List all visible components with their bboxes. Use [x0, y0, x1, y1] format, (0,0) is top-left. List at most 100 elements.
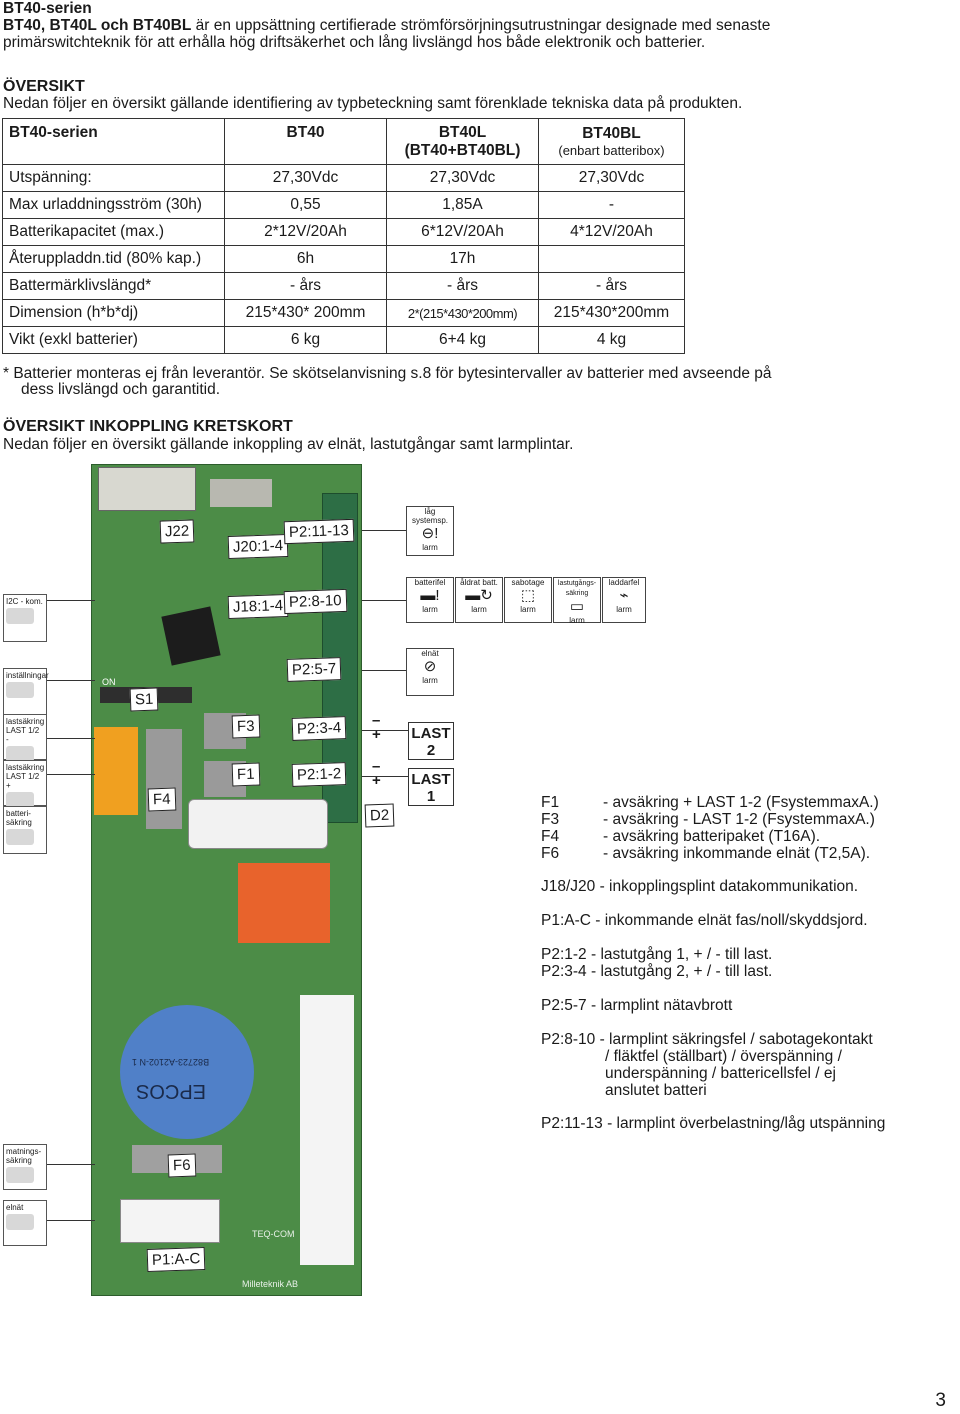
legend-j18: J18/J20 - inkopplingsplint datakommunika… [541, 878, 859, 895]
table-header: BT40BL (enbart batteribox) [538, 118, 685, 165]
legend-f4: F4- avsäkring batteripaket (T16A). [541, 828, 821, 845]
legend-p2-8-10-cont: underspänning / battericellsfel / ej [605, 1065, 836, 1082]
leader-line [362, 600, 406, 601]
table-row: Utspänning: 27,30Vdc 27,30Vdc 27,30Vdc [2, 164, 685, 192]
overview-text: Nedan följer en översikt gällande identi… [3, 95, 743, 112]
mains-fuse-label: matnings-säkring [6, 1147, 42, 1165]
intro-paragraph: BT40, BT40L och BT40BL är en uppsättning… [3, 17, 953, 51]
table-header: BT40L (BT40+BT40BL) [386, 118, 539, 165]
wiring-heading: ÖVERSIKT INKOPPLING KRETSKORT [3, 418, 293, 435]
table-cell: Återuppladdn.tid (80% kap.) [2, 245, 225, 273]
legend-p2-1-2: P2:1-2 - lastutgång 1, + / - till last. [541, 946, 773, 963]
fuse-icon [6, 746, 34, 762]
table-cell: 17h [386, 245, 539, 273]
alarm-low-voltage: låg systemsp. ⊖! larm [406, 506, 454, 556]
db-connector [188, 799, 328, 849]
label-p2-11-13: P2:11-13 [283, 518, 355, 545]
alarm-charger-fail: laddarfel ⌁ larm [602, 577, 646, 623]
alarm-label: låg systemsp. [411, 507, 448, 525]
fuse-icon [6, 1167, 34, 1183]
label-s1: S1 [129, 687, 159, 712]
minus-sign: – [372, 712, 381, 729]
label-f3: F3 [231, 714, 260, 739]
leader-line [47, 738, 95, 739]
table-cell: Vikt (exkl batterier) [2, 326, 225, 354]
table-cell: - års [224, 272, 387, 300]
capacitor-brand: EPCOS [136, 1080, 207, 1102]
header-connector [98, 467, 196, 511]
alarm-aged-battery: åldrat batt. ▬↻ larm [455, 577, 503, 623]
settings-icon [6, 682, 34, 698]
label-f4: F4 [147, 787, 176, 812]
legend-p2-5-7: P2:5-7 - larmplint nätavbrott [541, 997, 733, 1014]
i2c-box: I2C - kom. [3, 594, 47, 642]
alarm-sabotage: sabotage ⬚ larm [504, 577, 552, 623]
leader-line [362, 530, 406, 531]
mains-off-icon: ⊘ [423, 658, 437, 675]
battery-fuse-body [94, 727, 138, 815]
leader-line [362, 670, 406, 671]
leader-line [47, 600, 95, 601]
legend-p2-8-10-cont: / fläktfel (ställbart) / överspänning / [605, 1048, 842, 1065]
label-p1: P1:A-C [146, 1246, 206, 1273]
fuse-plus-label: lastsäkring LAST 1/2 + [6, 763, 45, 790]
table-cell: Max urladdningsström (30h) [2, 191, 225, 219]
mains-label: elnät [6, 1203, 24, 1212]
table-cell: 27,30Vdc [538, 164, 685, 192]
table-cell: - års [538, 272, 685, 300]
box-open-icon: ⬚ [520, 587, 536, 604]
table-cell: 1,85A [386, 191, 539, 219]
legend-f6: F6- avsäkring inkommande elnät (T2,5A). [541, 845, 871, 862]
load-2-box: LAST 2 [408, 722, 454, 760]
page-number: 3 [935, 1390, 946, 1411]
overview-heading: ÖVERSIKT [3, 78, 85, 95]
leader-line [47, 1220, 95, 1221]
table-row: Battermärklivslängd* - års - års - års [2, 272, 685, 300]
plus-sign: + [372, 772, 381, 789]
table-row: Dimension (h*b*dj) 215*430* 200mm 2*(215… [2, 299, 685, 327]
label-j20: J20:1-4 [227, 533, 289, 560]
label-d2: D2 [364, 803, 395, 828]
table-cell: - [538, 191, 685, 219]
battery-fuse-box: batteri-säkring [3, 806, 47, 854]
table-cell: Utspänning: [2, 164, 225, 192]
alarm-mains: elnät ⊘ larm [406, 648, 454, 696]
table-row: Batterikapacitet (max.) 2*12V/20Ah 6*12V… [2, 218, 685, 246]
battery-fail-icon: ▬! [420, 587, 440, 604]
legend-p2-8-10: P2:8-10 - larmplint säkringsfel / sabota… [541, 1031, 873, 1048]
table-cell: 215*430* 200mm [224, 299, 387, 327]
label-f1: F1 [231, 762, 260, 787]
capacitor [120, 1005, 254, 1139]
legend-p2-3-4: P2:3-4 - lastutgång 2, + / - till last. [541, 963, 773, 980]
label-p2-5-7: P2:5-7 [286, 657, 342, 682]
leader-line [47, 1164, 95, 1165]
mains-fuse-box: matnings-säkring [3, 1144, 47, 1190]
alarm-load-fuse: lastutgångs-säkring ▭ larm [553, 577, 601, 625]
load-1-box: LAST 1 [408, 768, 454, 806]
mains-filter [300, 995, 354, 1265]
label-j18: J18:1-4 [227, 593, 289, 620]
voltage-warning-icon: ⊖! [421, 525, 439, 542]
table-cell: Battermärklivslängd* [2, 272, 225, 300]
fuse-clip [146, 729, 182, 829]
leader-line [47, 680, 95, 681]
series-title: BT40-serien [3, 0, 92, 17]
fuse-icon [6, 829, 34, 845]
label-j22: J22 [159, 519, 195, 544]
table-cell: 2*12V/20Ah [224, 218, 387, 246]
legend-p2-8-10-cont: anslutet batteri [605, 1082, 707, 1099]
table-cell: Dimension (h*b*dj) [2, 299, 225, 327]
table-cell: 0,55 [224, 191, 387, 219]
table-row: Återuppladdn.tid (80% kap.) 6h 17h [2, 245, 685, 273]
table-cell: 6+4 kg [386, 326, 539, 354]
table-cell: 4 kg [538, 326, 685, 354]
plus-sign: + [372, 726, 381, 743]
spec-table: BT40-serien BT40 BT40L (BT40+BT40BL) BT4… [2, 118, 685, 354]
intro-line2: primärswitchteknik för att erhålla hög d… [3, 34, 706, 51]
table-cell: 2*(215*430*200mm) [386, 299, 539, 327]
table-cell: 27,30Vdc [386, 164, 539, 192]
settings-box: inställningar [3, 668, 49, 716]
table-cell: 27,30Vdc [224, 164, 387, 192]
alarm-larm: larm [422, 543, 438, 552]
label-p2-1-2: P2:1-2 [291, 762, 347, 787]
